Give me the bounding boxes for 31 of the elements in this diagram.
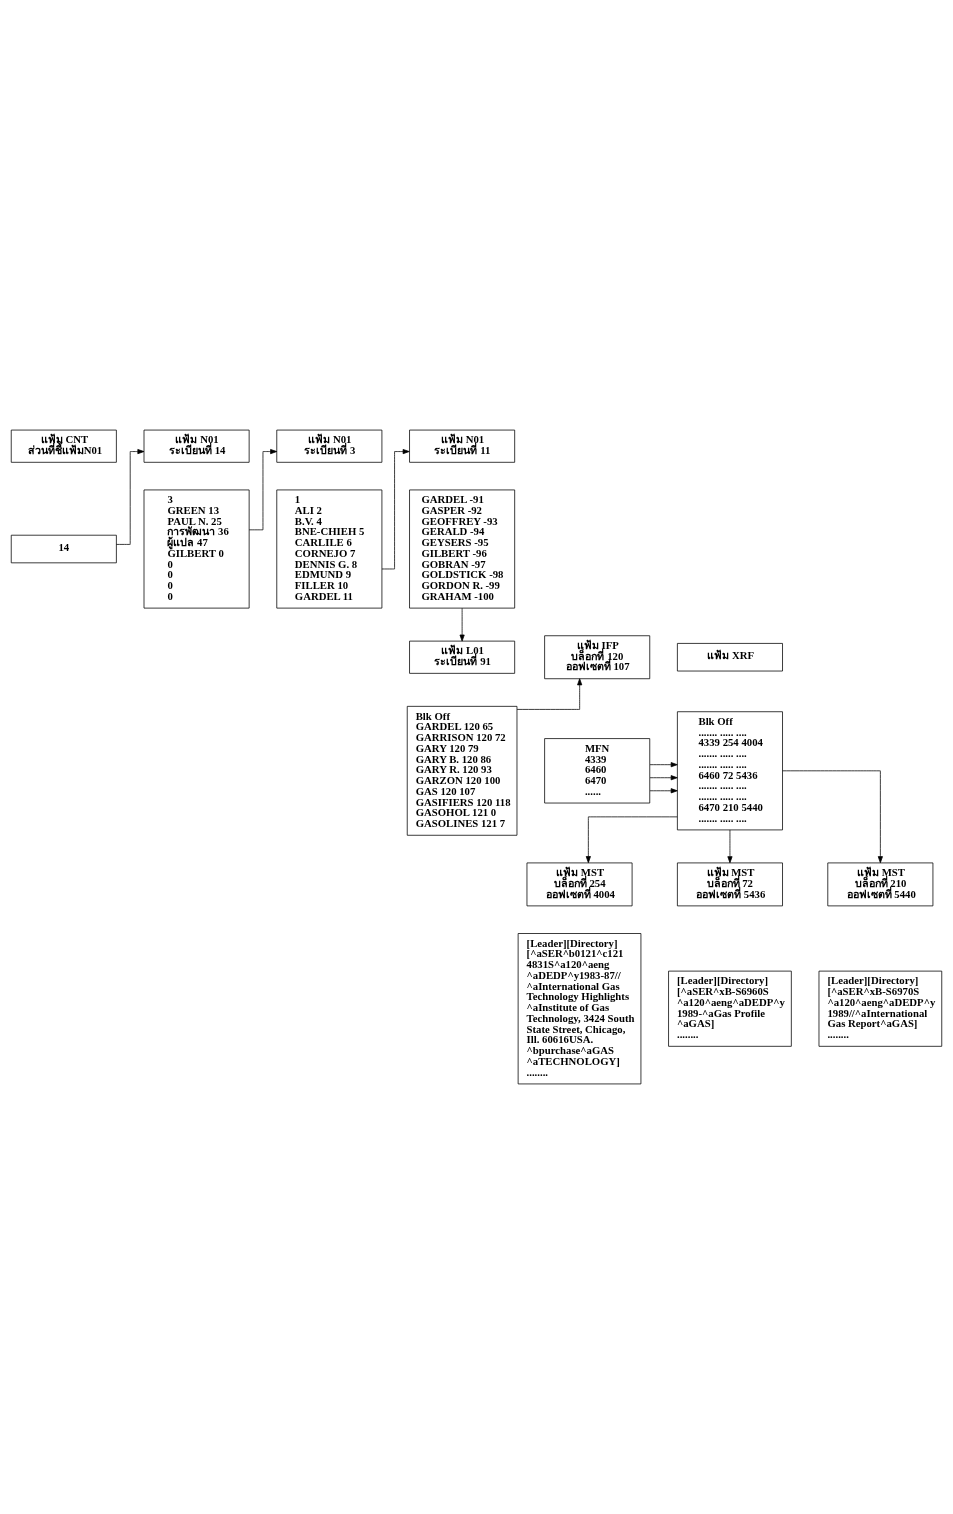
node-box: 3 GREEN 13 PAUL N. 25 การพัฒนา 36 ผู้แปล 47 GILBERT 0 0 0 0 0: [143, 489, 250, 609]
node-box: แฟ้ม MST บล็อกที่ 254 ออฟเซตที่ 4004: [526, 862, 633, 907]
node-box: [Leader][Directory] [^aSER^xB-S6960S ^a120^aeng^aDEDP^y 1989-^aGas Profile ^aGAS] ........: [668, 970, 792, 1047]
node-box: แฟ้ม N01 ระเบียนที่ 14: [143, 429, 250, 463]
node-box: แฟ้ม MST บล็อกที่ 72 ออฟเซตที่ 5436: [677, 862, 783, 907]
arrow: [782, 770, 883, 864]
arrow: [116, 449, 145, 545]
node-box: แฟ้ม XRF: [677, 643, 783, 672]
node-box: แฟ้ม N01 ระเบียนที่ 3: [276, 429, 383, 463]
node-box: แฟ้ม CNT ส่วนที่ชี้แฟ้มN01: [10, 429, 117, 463]
arrow: [649, 788, 678, 794]
node-box: GARDEL -91 GASPER -92 GEOFFREY -93 GERALD -94 GEYSERS -95 GILBERT -96 GOBRAN -97 GOLDSTICK -98 GORDON R. -99 GRAHAM -100: [409, 489, 516, 609]
node-box: [Leader][Directory] [^aSER^b0121^c121 4831S^a120^aeng ^aDEDP^y1983-87// ^aInternational Gas Technology Highlights ^aInstitute of Gas Technology, 3424 South State Street, Chicago, Ill. 60616USA. ^bpurchase^aGAS ^aTECHNOLOGY] ........: [517, 933, 642, 1085]
node-box: แฟ้ม IFP บล็อกที่ 120 ออฟเซตที่ 107: [544, 635, 651, 680]
node-box: [Leader][Directory] [^aSER^xB-S6970S ^a120^aeng^aDEDP^y 1989//^aInternational Gas Report^aGAS] ........: [818, 970, 943, 1047]
arrow: [459, 607, 465, 642]
node-box: 1 ALI 2 B.V. 4 BNE-CHIEH 5 CARLILE 6 CORNEJO 7 DENNIS G. 8 EDMUND 9 FILLER 10 GARDEL 11: [276, 489, 383, 609]
arrow: [649, 762, 678, 768]
arrow: [381, 449, 410, 570]
arrow: [585, 816, 678, 864]
arrow: [727, 829, 733, 864]
node-box: 14: [10, 534, 117, 564]
node-box: Blk Off ....... ..... .... 4339 254 4004 ....... ..... .... ....... ..... .... 6460 72 5436 ....... ..... .... ....... ..... .... 6470 210 5440 ....... ..... ....: [677, 711, 783, 831]
arrow: [248, 449, 278, 531]
arrow: [649, 775, 678, 781]
node-box: MFN 4339 6460 6470 ......: [544, 738, 651, 804]
node-box: Blk Off GARDEL 120 65 GARRISON 120 72 GARY 120 79 GARY B. 120 86 GARY R. 120 93 GARZON 120 100 GAS 120 107 GASIFIERS 120 118 GASOHOL 121 0 GASOLINES 121 7: [406, 705, 518, 836]
node-box: แฟ้ม L01 ระเบียนที่ 91: [409, 640, 516, 674]
node-box: แฟ้ม N01 ระเบียนที่ 11: [409, 429, 516, 463]
node-box: แฟ้ม MST บล็อกที่ 210 ออฟเซตที่ 5440: [827, 862, 934, 907]
arrow: [516, 678, 583, 710]
